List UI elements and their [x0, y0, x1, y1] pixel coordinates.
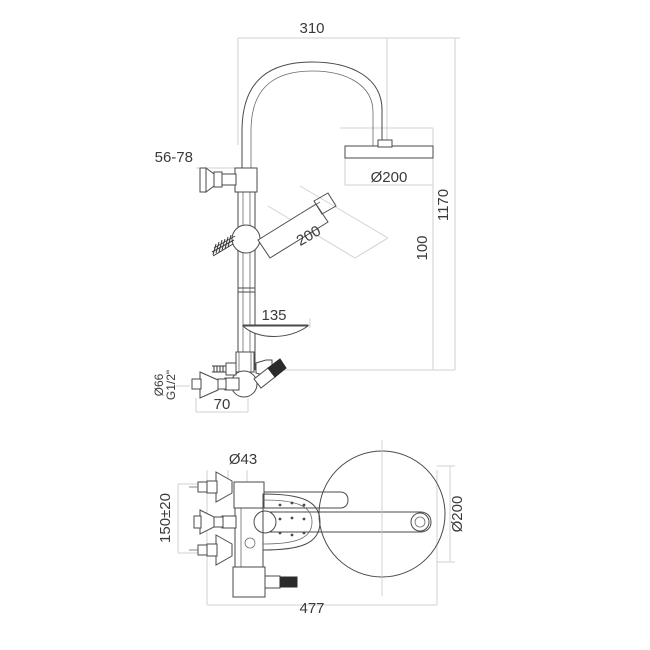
inlet-bottom — [189, 534, 233, 566]
spray-holes — [278, 501, 306, 537]
dim-valve-width: 70 — [214, 396, 231, 413]
dim-inlet-thread: G1/2" — [164, 370, 178, 400]
shower-arm — [262, 511, 432, 533]
wall-bracket-block — [234, 167, 258, 193]
shower-column-elevation — [191, 61, 434, 399]
handshower — [257, 192, 337, 259]
outlet-block — [232, 566, 266, 598]
dim-total-height: 1170 — [435, 189, 452, 221]
dim-inlet-centers: 150±20 — [157, 493, 174, 543]
mixer-valve-assembly — [191, 351, 287, 399]
shower-plan-view — [189, 440, 446, 598]
dim-overall-depth: 477 — [299, 600, 324, 617]
dim-top-width: 310 — [299, 20, 324, 37]
overhead-shower-head — [344, 145, 434, 159]
shower-hose — [211, 234, 236, 257]
dim-plan-shower-diameter: Ø200 — [449, 496, 466, 533]
dim-inlet-diameter: Ø66 — [152, 373, 166, 396]
dim-overhead-drop: 100 — [414, 235, 431, 260]
wall-escutcheon-left — [199, 371, 219, 399]
dim-overhead-shower-diameter: Ø200 — [371, 169, 408, 186]
inlet-top — [189, 471, 233, 503]
handle-middle — [193, 509, 237, 535]
lower-view-labels: Ø43 150±20 Ø200 477 — [157, 451, 466, 617]
dim-shelf-depth: 135 — [261, 307, 286, 324]
dim-wall-bracket-range: 56-78 — [155, 149, 193, 166]
lower-hose-connector — [253, 358, 287, 389]
handshower-holder — [231, 224, 261, 254]
upper-view-labels: 310 56-78 Ø200 200 135 1170 100 Ø66 G1/2… — [152, 20, 452, 413]
dim-spout-diameter: Ø43 — [229, 451, 257, 468]
soap-shelf — [241, 324, 310, 337]
